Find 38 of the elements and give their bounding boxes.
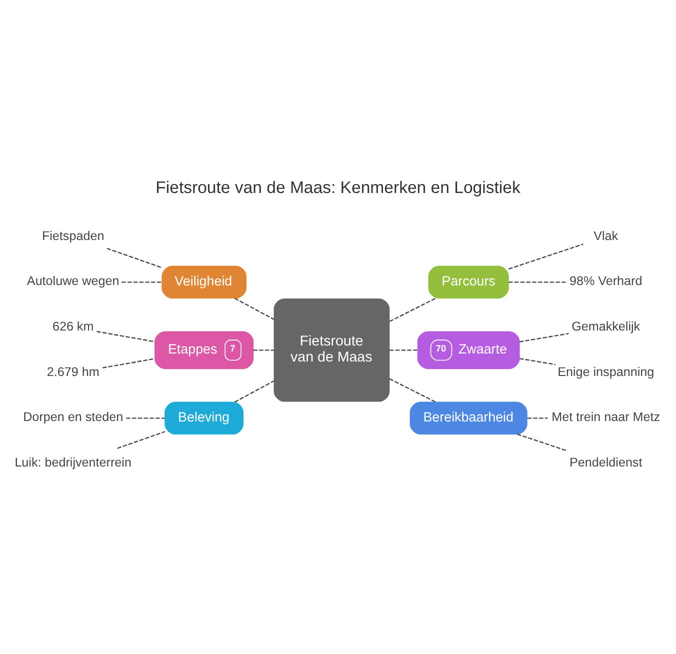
diagram-title: Fietsroute van de Maas: Kenmerken en Logistiek (156, 178, 520, 197)
connector (519, 357, 556, 365)
connector (508, 281, 566, 282)
connector (253, 349, 274, 350)
node-box: Bereikbaarheid (410, 401, 528, 434)
connector (234, 380, 274, 402)
connector (389, 378, 436, 402)
node-text: Gemakkelijk (572, 318, 640, 333)
node-text: Vlak (594, 228, 618, 242)
connector (106, 247, 162, 268)
node-text: 2.679 hm (46, 364, 100, 378)
node-text: Luik: bedrijventerrein (14, 454, 132, 469)
node-text: Autoluwe wegen (26, 274, 120, 288)
node-text: Enige inspanning (558, 364, 654, 378)
node-text: Fietspaden (42, 228, 104, 242)
connector (122, 281, 162, 282)
node-text: 98% Verhard (569, 274, 642, 288)
node-text: Met trein naar Metz (552, 410, 660, 424)
connector (389, 349, 418, 350)
connector (389, 297, 436, 322)
connector (126, 417, 165, 418)
connector (117, 430, 166, 448)
node-box: Beleving (164, 401, 244, 434)
node-box: Veiligheid (162, 265, 246, 298)
node-text: Pendeldienst (569, 454, 642, 469)
connector (519, 332, 569, 342)
connector (527, 417, 548, 418)
node-box: Etappes 7 (154, 330, 254, 369)
connector (102, 358, 155, 368)
connector (508, 243, 584, 270)
connector (96, 330, 156, 342)
connector (234, 297, 274, 320)
node-box: 70 Zwaarte (417, 330, 520, 369)
node-box: Fietsroute van de Maas (274, 298, 390, 402)
connector (517, 433, 568, 451)
node-box: Parcours (428, 265, 509, 298)
node-text: 626 km (52, 318, 94, 333)
node-text: Dorpen en steden (23, 410, 124, 424)
